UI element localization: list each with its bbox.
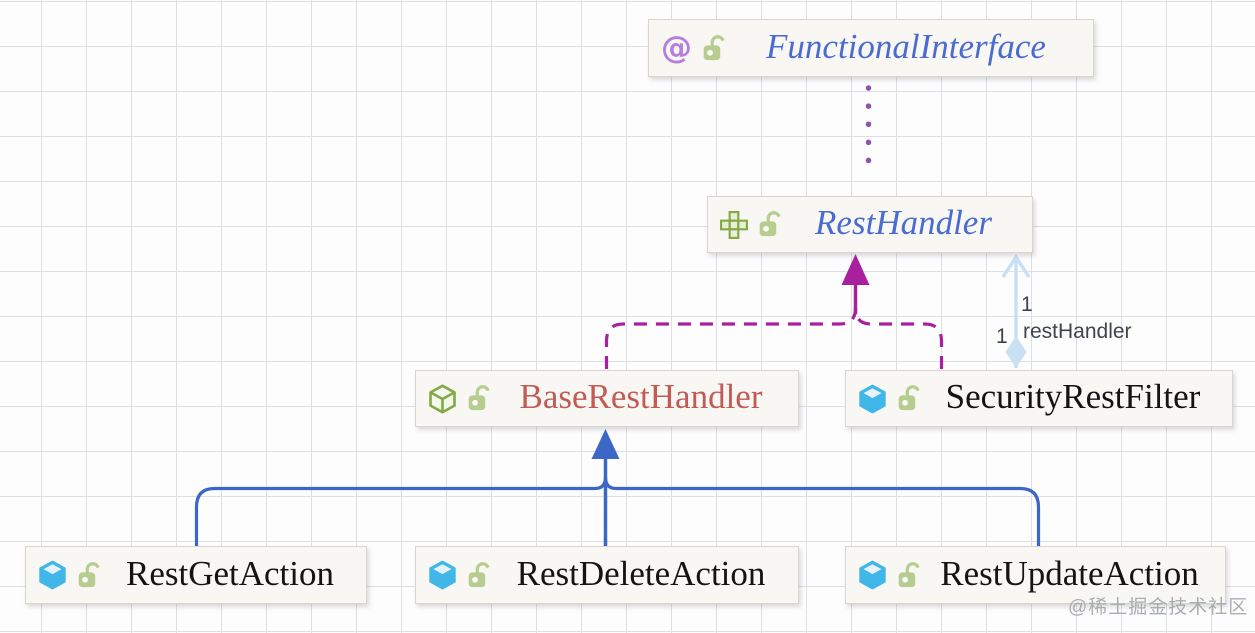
class-icon	[429, 560, 456, 590]
node-functional-interface[interactable]: @ FunctionalInterface	[648, 19, 1094, 77]
class-icon	[39, 560, 66, 590]
node-security-rest-filter[interactable]: SecurityRestFilter	[845, 370, 1233, 427]
node-rest-handler[interactable]: RestHandler	[707, 196, 1033, 253]
abstract-class-icon	[429, 383, 456, 414]
node-label: RestDeleteAction	[516, 553, 766, 593]
edge-inheritance-solid	[194, 429, 1041, 546]
unlocked-icon	[78, 561, 100, 587]
class-icon	[859, 384, 886, 413]
node-label: FunctionalInterface	[766, 26, 1046, 66]
annotation-icon: @	[661, 29, 692, 66]
aggregation-multiplicity-upper: 1	[1021, 293, 1033, 316]
node-base-rest-handler[interactable]: BaseRestHandler	[415, 370, 799, 427]
inheritance-arrowhead	[591, 429, 620, 459]
node-label: RestUpdateAction	[940, 553, 1199, 593]
unlocked-icon	[898, 385, 920, 411]
edge-realization-dashed	[604, 254, 944, 369]
aggregation-multiplicity-lower: 1	[996, 325, 1008, 348]
node-label: SecurityRestFilter	[945, 377, 1201, 416]
unlocked-icon	[468, 561, 490, 587]
realization-arrowhead	[841, 254, 870, 285]
interface-icon	[720, 210, 748, 239]
node-label: RestGetAction	[125, 553, 335, 593]
unlocked-icon	[759, 211, 781, 237]
aggregation-arrowhead	[1001, 253, 1031, 278]
aggregation-field-label: restHandler	[1023, 320, 1132, 343]
unlocked-icon	[703, 34, 725, 60]
node-rest-delete-action[interactable]: RestDeleteAction	[415, 546, 799, 604]
node-label: RestHandler	[815, 203, 992, 242]
node-label: BaseRestHandler	[519, 377, 763, 416]
watermark: @稀土掘金技术社区	[1068, 597, 1249, 618]
class-icon	[859, 560, 886, 590]
unlocked-icon	[468, 385, 490, 411]
node-rest-update-action[interactable]: RestUpdateAction	[845, 546, 1226, 604]
node-rest-get-action[interactable]: RestGetAction	[25, 546, 367, 604]
unlocked-icon	[898, 561, 920, 587]
